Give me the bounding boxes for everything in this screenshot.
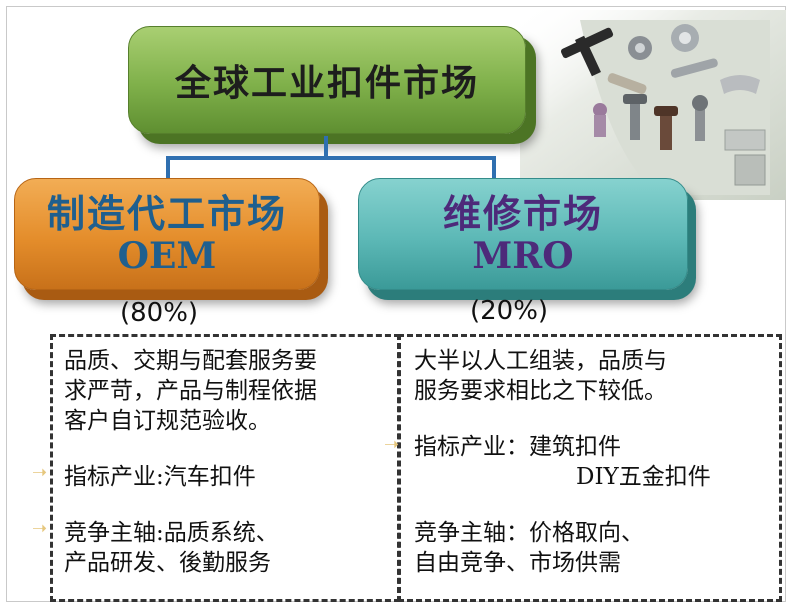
bullet-arrow-icon: ➝ bbox=[32, 462, 48, 483]
bullet-arrow-icon: ➝ bbox=[32, 518, 48, 539]
mro-competition-line-1: 竞争主轴：价格取向、 bbox=[414, 520, 644, 546]
oem-competition-line-2: 产品研发、後勤服务 bbox=[64, 550, 271, 576]
mro-industry-line-1: 指标产业：建筑扣件 bbox=[414, 434, 621, 460]
oem-abbr: OEM bbox=[117, 235, 217, 277]
oem-desc-line-3: 客户自订规范验收。 bbox=[64, 408, 271, 434]
mro-detail-box bbox=[398, 334, 782, 602]
mro-competition-line-2: 自由竞争、市场供需 bbox=[414, 550, 621, 576]
fasteners-photo bbox=[520, 10, 786, 200]
bullet-arrow-icon: ➝ bbox=[384, 434, 400, 455]
oem-share: (80%) bbox=[120, 298, 199, 328]
mro-node: 维修市场 MRO bbox=[358, 178, 688, 290]
root-node: 全球工业扣件市场 bbox=[128, 26, 526, 134]
mro-desc-line-1: 大半以人工组装，品质与 bbox=[414, 348, 667, 374]
oem-title: 制造代工市场 bbox=[46, 191, 287, 236]
mro-abbr: MRO bbox=[472, 235, 574, 277]
connector-right bbox=[492, 156, 496, 180]
mro-share: (20%) bbox=[470, 296, 549, 326]
root-title: 全球工业扣件市场 bbox=[174, 62, 479, 104]
oem-competition-line-1: 竞争主轴:品质系统、 bbox=[64, 520, 279, 546]
mro-title: 维修市场 bbox=[442, 191, 603, 236]
oem-desc-line-1: 品质、交期与配套服务要 bbox=[64, 348, 317, 374]
oem-node: 制造代工市场 OEM bbox=[14, 178, 320, 290]
connector-left bbox=[166, 156, 170, 180]
connector-stem bbox=[324, 136, 328, 158]
oem-desc-line-2: 求严苛，产品与制程依据 bbox=[64, 378, 317, 404]
connector-bar bbox=[166, 156, 496, 160]
mro-industry-line-2: DIY五金扣件 bbox=[576, 464, 711, 490]
mro-desc-line-2: 服务要求相比之下较低。 bbox=[414, 378, 667, 404]
oem-industry: 指标产业:汽车扣件 bbox=[64, 464, 256, 490]
